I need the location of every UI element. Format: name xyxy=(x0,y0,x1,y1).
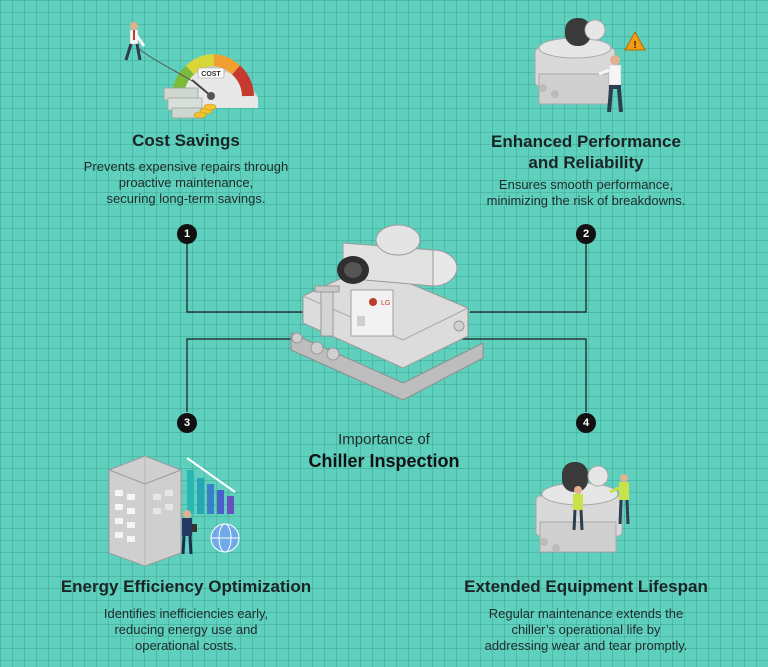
item-3-desc-line: Identifies inefficiencies early, xyxy=(103,606,269,621)
item-4-desc-line: Regular maintenance extends the xyxy=(488,606,684,621)
item-2-description: Ensures smooth performance, minimizing t… xyxy=(446,177,726,209)
item-2-desc-line: Ensures smooth performance, xyxy=(498,177,674,192)
item-1-desc-line: proactive maintenance, xyxy=(118,175,254,190)
badge-2: 2 xyxy=(576,224,596,244)
svg-text:!: ! xyxy=(633,40,636,51)
center-label: Importance of Chiller Inspection xyxy=(284,430,484,472)
item-3-title: Energy Efficiency Optimization xyxy=(60,577,312,596)
center-label-line-2: Chiller Inspection xyxy=(308,451,460,471)
item-4-desc-line: chiller’s operational life by xyxy=(511,622,661,637)
item-2-title-line: and Reliability xyxy=(528,153,644,172)
item-3-desc-line: reducing energy use and xyxy=(114,622,258,637)
badge-1: 1 xyxy=(177,224,197,244)
building-energy-illustration xyxy=(108,455,240,567)
item-4-description: Regular maintenance extends the chiller’… xyxy=(446,606,726,654)
gauge-label: COST xyxy=(201,71,221,78)
chiller-maintenance-illustration xyxy=(535,462,630,553)
connector-4 xyxy=(455,338,587,412)
item-3-desc-line: operational costs. xyxy=(135,638,237,653)
connector-3 xyxy=(186,338,300,412)
badge-3: 3 xyxy=(177,413,197,433)
item-4-desc-line: addressing wear and tear promptly. xyxy=(484,638,688,653)
item-4-title: Extended Equipment Lifespan xyxy=(464,577,708,596)
cost-gauge-illustration: COST xyxy=(124,22,258,119)
item-1-desc-line: securing long-term savings. xyxy=(106,191,266,206)
connector-2 xyxy=(470,244,587,313)
brand-logo: LG xyxy=(381,300,390,307)
item-2-title-line: Enhanced Performance xyxy=(491,132,681,151)
badge-4: 4 xyxy=(576,413,596,433)
item-1-title: Cost Savings xyxy=(132,131,240,150)
center-label-line-1: Importance of xyxy=(338,431,430,448)
item-2-title: Enhanced Performance and Reliability xyxy=(456,131,716,173)
chiller-machine-illustration: LG xyxy=(290,224,484,401)
item-1-desc-line: Prevents expensive repairs through xyxy=(83,159,289,174)
item-2-desc-line: minimizing the risk of breakdowns. xyxy=(486,193,686,208)
chiller-technician-illustration: ! xyxy=(534,18,646,113)
item-1-description: Prevents expensive repairs through proac… xyxy=(46,159,326,207)
connector-1 xyxy=(186,244,330,313)
item-3-description: Identifies inefficiencies early, reducin… xyxy=(46,606,326,654)
